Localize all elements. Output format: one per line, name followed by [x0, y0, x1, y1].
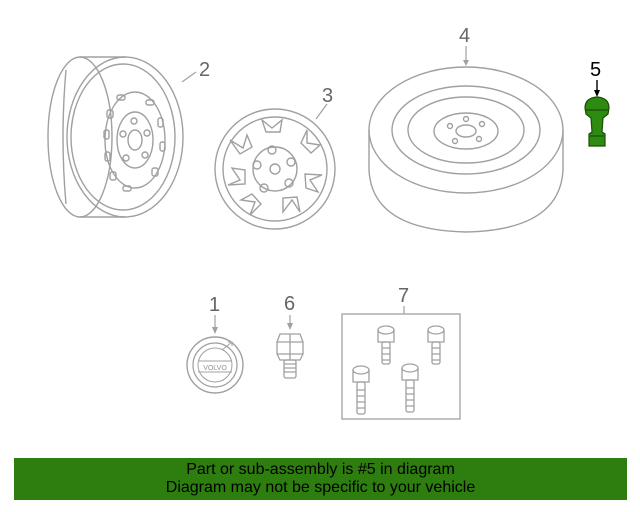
callout-3-label: 3: [322, 85, 333, 107]
callout-7: 7: [398, 285, 409, 314]
callout-6: 6: [284, 293, 295, 330]
wheel-bolt: [276, 333, 304, 379]
center-cap-logo-text: VOLVO: [203, 365, 227, 372]
spare-tire: [368, 66, 564, 233]
lock-bolt-2: [427, 325, 445, 365]
callout-2-label: 2: [199, 59, 210, 81]
callout-3: 3: [315, 85, 333, 120]
lock-bolt-3: [352, 365, 370, 415]
callout-2: 2: [181, 59, 210, 83]
center-cap: VOLVO: [186, 336, 244, 394]
callout-5: 5: [590, 59, 601, 97]
callout-7-label: 7: [398, 285, 409, 307]
callout-1-label: 1: [209, 294, 220, 316]
lock-bolt-1: [377, 325, 395, 365]
callout-6-label: 6: [284, 293, 295, 315]
highlighted-part-5[interactable]: [584, 96, 610, 147]
callout-4-label: 4: [459, 25, 470, 47]
wheel-cover: [214, 108, 336, 230]
callout-5-label: 5: [590, 59, 601, 81]
parts-diagram: 2 3 4 5: [47, 25, 610, 420]
steel-wheel: [47, 56, 184, 218]
info-banner: Part or sub-assembly is #5 in diagram Di…: [14, 458, 627, 500]
callout-1: 1: [209, 294, 220, 334]
callout-4: 4: [459, 25, 470, 66]
banner-line-2: Diagram may not be specific to your vehi…: [165, 479, 476, 496]
banner-line-1: Part or sub-assembly is #5 in diagram: [186, 461, 455, 478]
lock-bolt-4: [401, 363, 419, 413]
locking-bolt-set: [341, 313, 461, 420]
